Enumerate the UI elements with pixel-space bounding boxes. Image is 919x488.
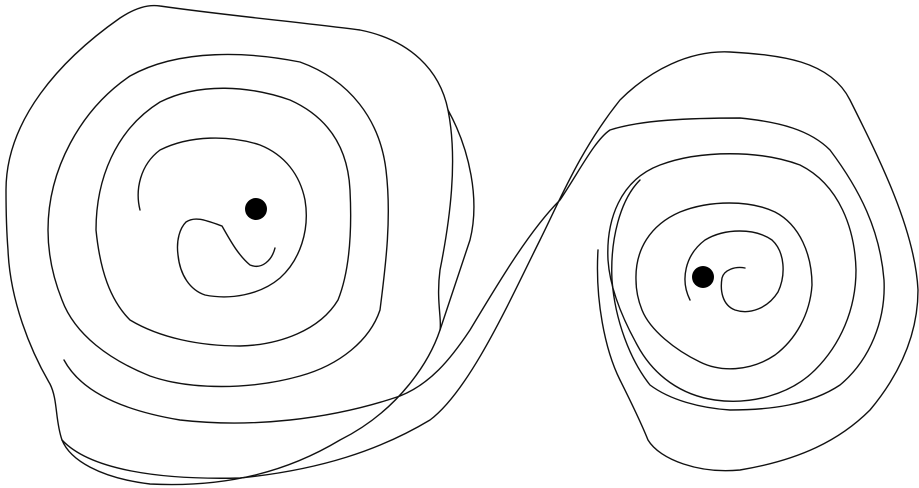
s-channel-upper-wall (440, 110, 474, 330)
right-spiral-ring-1-wall (608, 154, 856, 402)
right-spiral-ring-2-wall (636, 203, 812, 369)
right-spiral-center-dot (692, 266, 714, 288)
outer-boundary-wall (6, 6, 453, 485)
s-channel-inner-wall (64, 118, 884, 423)
left-spiral-ring-2-wall (96, 88, 351, 346)
left-spiral-center-dot (245, 198, 267, 220)
left-spiral-center-wall (138, 138, 306, 297)
s-channel-lower-wall (62, 52, 918, 478)
left-spiral-ring-1-wall (48, 54, 388, 386)
